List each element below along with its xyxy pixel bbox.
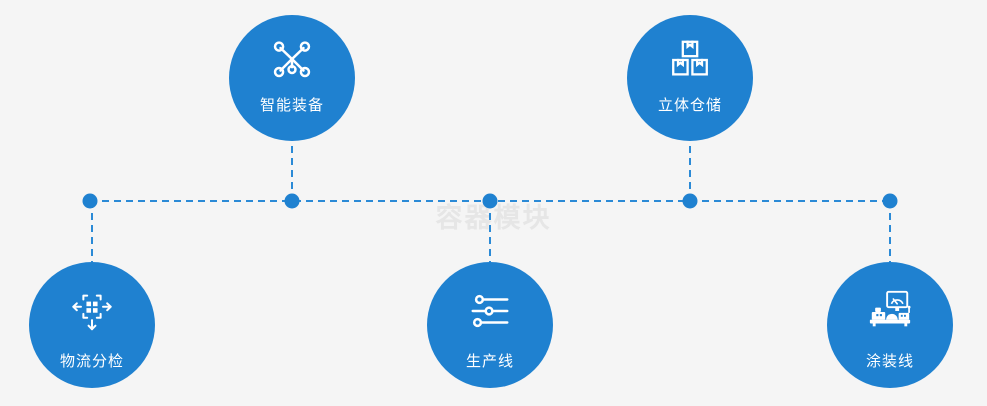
node-label-stereoscopic-warehouse: 立体仓储	[657, 97, 722, 114]
network-nodes-icon	[269, 37, 315, 83]
node-label-production-line: 生产线	[465, 353, 514, 370]
junction-dot-2[interactable]	[284, 193, 300, 209]
node-label-intelligent-equipment: 智能装备	[259, 97, 324, 114]
junction-dot-3[interactable]	[482, 193, 498, 209]
node-label-coating-line: 涂装线	[865, 353, 914, 370]
node-intelligent-equipment[interactable]: 智能装备	[229, 15, 355, 141]
stacked-boxes-icon	[667, 37, 713, 83]
node-coating-line[interactable]: 涂装线	[827, 262, 953, 388]
node-logistics-sorting[interactable]: 物流分检	[29, 262, 155, 388]
four-way-sorting-arrows-icon	[69, 288, 115, 334]
junction-dot-4[interactable]	[682, 193, 698, 209]
junction-dot-1[interactable]	[82, 193, 98, 209]
factory-monitor-icon	[867, 288, 913, 334]
node-production-line[interactable]: 生产线	[427, 262, 553, 388]
sliders-icon	[467, 288, 513, 334]
node-label-logistics-sorting: 物流分检	[59, 353, 124, 370]
node-stereoscopic-warehouse[interactable]: 立体仓储	[627, 15, 753, 141]
junction-dot-5[interactable]	[882, 193, 898, 209]
